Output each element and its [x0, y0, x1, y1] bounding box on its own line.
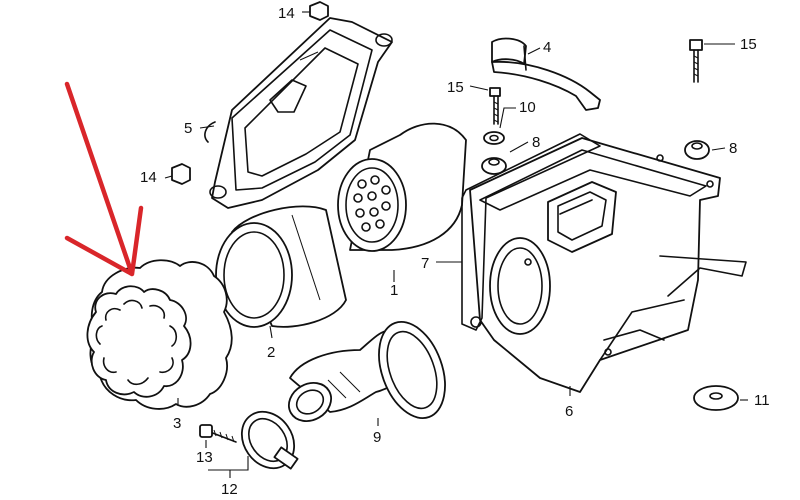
callout-1: 1	[390, 282, 398, 299]
leader-lines	[164, 11, 748, 478]
callout-10: 10	[519, 99, 536, 116]
filter-end-holes	[353, 175, 391, 232]
nut-14-top	[309, 1, 329, 21]
callout-4: 4	[543, 39, 551, 56]
case-seal	[461, 133, 601, 331]
clamp-screw	[199, 424, 237, 443]
bolt-15-right	[689, 39, 703, 83]
callout-labels: 14 14 5 4 15 10 8 15 8 7 1 2 3 9 6 11 13…	[140, 5, 770, 498]
callout-15-right: 15	[740, 36, 757, 53]
callout-6: 6	[565, 403, 573, 420]
intake-boot	[288, 321, 446, 422]
callout-7: 7	[421, 255, 429, 272]
callout-8-left: 8	[532, 134, 540, 151]
filter-element	[337, 122, 467, 252]
callout-5: 5	[184, 120, 192, 137]
callout-2: 2	[267, 344, 275, 361]
air-cleaner-cover	[204, 17, 393, 209]
callout-15-left: 15	[447, 79, 464, 96]
hose-clamp	[240, 410, 299, 470]
callout-8-right: 8	[729, 140, 737, 157]
callout-12: 12	[221, 481, 238, 498]
cap-11	[693, 385, 739, 411]
corrugated-pre-filter	[86, 259, 233, 410]
bolt-15-left	[489, 87, 501, 125]
callout-13: 13	[196, 449, 213, 466]
callout-11: 11	[754, 392, 770, 409]
collar-10	[483, 131, 505, 145]
callout-14-top: 14	[278, 5, 295, 22]
grommet-8-left	[481, 157, 507, 175]
strap-bracket	[491, 37, 601, 111]
air-cleaner-case	[469, 137, 747, 393]
red-pointer-arrow	[64, 81, 144, 277]
nut-14-left	[171, 163, 191, 185]
callout-9: 9	[373, 429, 381, 446]
callout-3: 3	[173, 415, 181, 432]
grommet-8-right	[684, 140, 710, 160]
foam-sleeve	[215, 205, 347, 328]
callout-14-left: 14	[140, 169, 157, 186]
